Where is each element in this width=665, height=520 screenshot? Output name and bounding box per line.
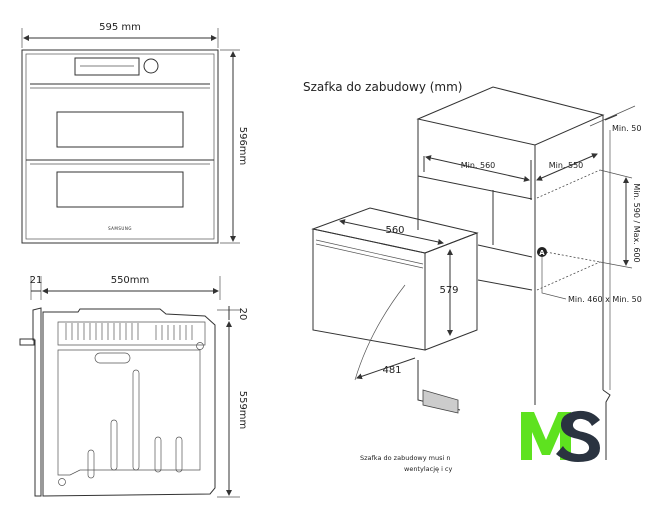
vent-marker xyxy=(537,247,547,257)
depth-label: 550mm xyxy=(111,275,150,286)
control-knob xyxy=(143,58,159,74)
oven-height-label: 579 xyxy=(439,285,458,296)
note-line-2: wentylację i cy xyxy=(404,465,453,473)
side-height-label: 559mm xyxy=(237,391,248,430)
vent-size-label: Min. 460 x Min. 50 xyxy=(568,295,642,304)
cabinet-drawing: Szafka do zabudowy (mm) Min. 560 Min. 55… xyxy=(303,80,642,473)
door-clearance-label: 481 xyxy=(382,365,401,376)
min-depth-label: Min. 550 xyxy=(549,161,584,170)
cabinet-title: Szafka do zabudowy (mm) xyxy=(303,80,462,94)
front-view: 595 mm SAMSUNG 596mm xyxy=(21,22,248,244)
top-offset-label: 20 xyxy=(237,308,248,321)
height-label: 596mm xyxy=(237,127,248,166)
oven-door-side xyxy=(32,307,42,497)
vent-marker-label: A xyxy=(539,249,545,257)
width-label: 595 mm xyxy=(99,22,141,33)
door-depth-label: 21 xyxy=(30,275,43,286)
min-width-label: Min. 560 xyxy=(461,161,496,170)
oven-body-side xyxy=(42,308,216,497)
side-view: 21 550mm 20 559mm xyxy=(19,275,248,498)
oven-front xyxy=(21,49,219,244)
oven-width-label: 560 xyxy=(385,225,404,236)
ms-logo xyxy=(521,410,600,462)
note-line-1: Szafka do zabudowy musi n xyxy=(360,454,450,462)
display-panel xyxy=(74,57,140,76)
upper-door-window xyxy=(56,111,184,148)
rear-gap-label: Min. 50 xyxy=(612,124,641,133)
lower-door-window xyxy=(56,171,184,208)
cabinet-top xyxy=(416,86,605,146)
height-range-label: Min. 590 / Max. 600 xyxy=(632,183,641,262)
brand-label: SAMSUNG xyxy=(108,226,132,231)
door-swing-arc xyxy=(354,284,406,381)
